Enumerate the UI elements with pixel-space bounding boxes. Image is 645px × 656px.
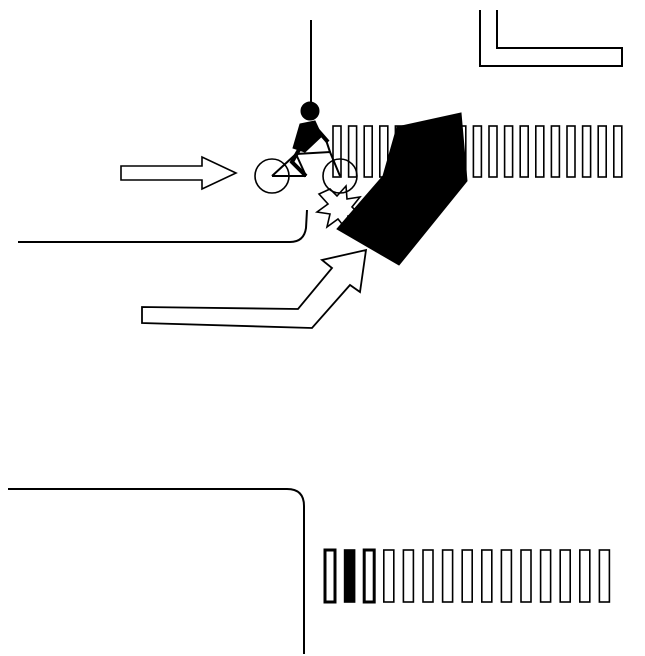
- crosswalk-stripe: [534, 125, 545, 178]
- upper-right-kerb: [479, 10, 623, 67]
- rider-head: [300, 101, 320, 121]
- bike-frame: [271, 150, 341, 177]
- crosswalk-stripe: [578, 549, 591, 603]
- crosswalk-stripe: [382, 549, 395, 603]
- crosswalk-stripe: [519, 125, 530, 178]
- crosswalk-stripe: [597, 125, 608, 178]
- crosswalk-stripe: [566, 125, 576, 178]
- crosswalk-stripe: [362, 548, 376, 604]
- crosswalk-stripe: [472, 125, 483, 178]
- bicycle-rider-icon: [254, 101, 358, 194]
- crosswalk-stripe: [550, 125, 561, 178]
- crosswalk-stripe: [539, 549, 552, 603]
- lower-left-kerb: [8, 488, 305, 654]
- road-edges: [8, 10, 623, 654]
- crosswalk-stripe: [488, 125, 498, 178]
- crosswalk-stripe: [612, 125, 623, 178]
- rider-arm: [312, 124, 330, 144]
- lower-crosswalk: [323, 548, 611, 604]
- vehicle-block-icon: [336, 112, 468, 266]
- upper-crosswalk: [332, 125, 623, 178]
- upper-left-kerb: [18, 209, 308, 243]
- front-wheel: [322, 158, 358, 194]
- right-turn-arrow-icon: [141, 248, 368, 329]
- rider-torso: [292, 120, 323, 153]
- crosswalk-stripe: [332, 125, 342, 178]
- crosswalk-stripe: [343, 549, 356, 603]
- crosswalk-stripe: [347, 125, 358, 178]
- crosswalk-stripe: [441, 549, 454, 603]
- crosswalk-stripe: [520, 549, 532, 603]
- crosswalk-stripe: [581, 125, 592, 178]
- crosswalk-stripe: [402, 549, 415, 603]
- crosswalk-stripe: [323, 548, 337, 604]
- crosswalk-stripe: [461, 549, 474, 603]
- straight-arrow-icon: [120, 155, 238, 191]
- crosswalk-stripe: [500, 549, 513, 603]
- crosswalk-stripe: [422, 549, 434, 603]
- crosswalk-stripe: [559, 549, 572, 603]
- crosswalk-stripe: [598, 549, 611, 603]
- crosswalk-stripe: [503, 125, 514, 178]
- crosswalk-stripe: [480, 549, 493, 603]
- crosswalk-stripe: [363, 125, 374, 178]
- rider-leg: [289, 147, 308, 178]
